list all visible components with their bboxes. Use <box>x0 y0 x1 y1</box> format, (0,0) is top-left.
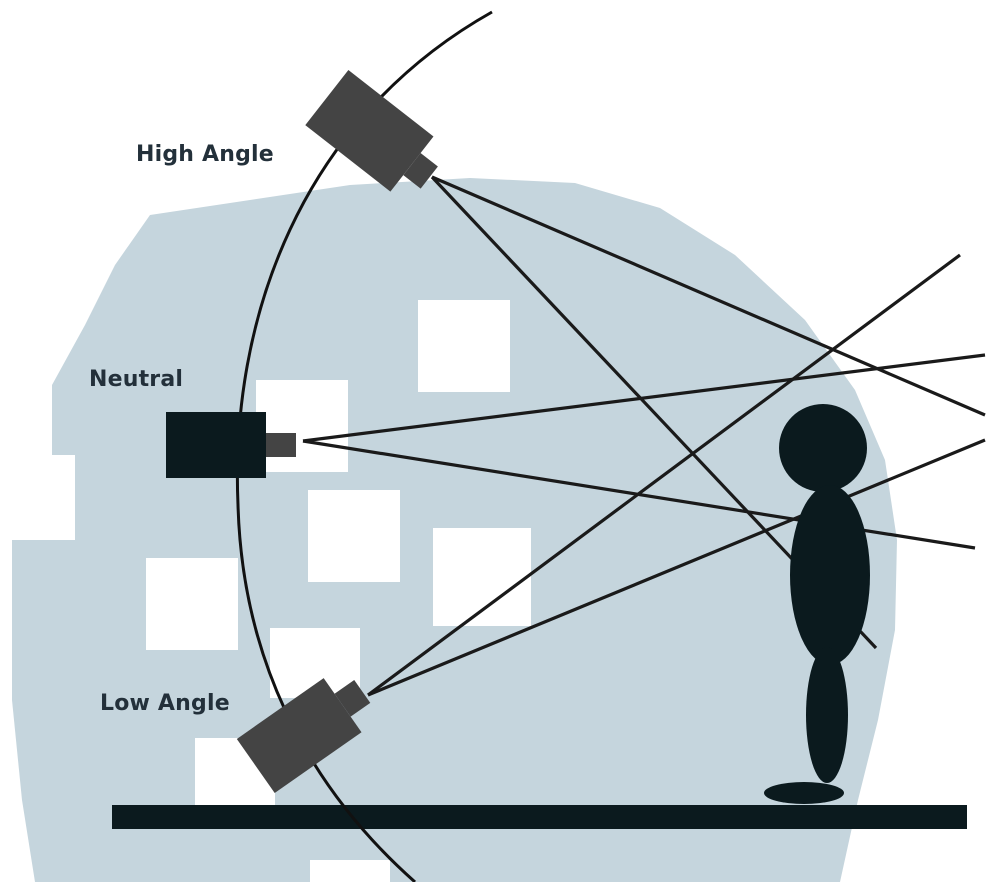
window <box>256 380 348 472</box>
person-head <box>779 404 867 492</box>
neutral-label: Neutral <box>89 367 183 392</box>
person-feet <box>764 782 844 804</box>
window <box>310 860 390 882</box>
window <box>146 558 238 650</box>
person-torso <box>790 485 870 665</box>
window <box>418 300 510 392</box>
low-angle-label: Low Angle <box>100 691 230 716</box>
person-legs <box>806 647 848 783</box>
ground-line <box>112 805 967 829</box>
high-angle-label: High Angle <box>136 142 274 167</box>
window <box>308 490 400 582</box>
